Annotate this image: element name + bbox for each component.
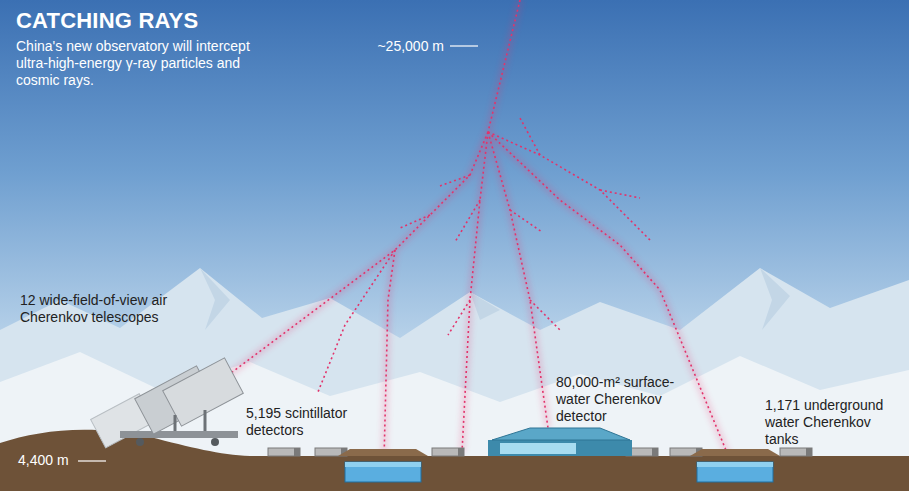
altitude-tick <box>450 45 478 46</box>
part-label: 5,195 scintillator detectors <box>246 405 364 439</box>
altitude-label: 4,400 m <box>18 452 76 469</box>
shower-track <box>455 200 480 242</box>
shower-glow <box>215 132 488 385</box>
scintillator-end <box>806 448 812 456</box>
water-tank <box>697 462 773 482</box>
part-label: 1,171 underground water Cherenkov tanks <box>765 397 905 448</box>
shower-track <box>400 215 430 228</box>
telescope-mount <box>204 410 207 431</box>
detector-pool <box>500 443 576 454</box>
tank-water-surface <box>697 462 773 467</box>
shower-glow <box>462 132 488 452</box>
tank-mound <box>338 449 428 456</box>
detector-hall <box>488 440 632 456</box>
figure-title: CATCHING RAYS <box>16 8 198 34</box>
scintillator-end <box>294 448 300 456</box>
shower-glow <box>215 0 730 460</box>
shower-track <box>488 0 520 132</box>
shower-track <box>318 250 395 392</box>
figure-caption: China's new observatory will intercept u… <box>16 38 268 89</box>
shower-track <box>600 190 640 198</box>
trailer-wheel <box>136 438 144 446</box>
mountain-range <box>0 352 909 456</box>
particle-shower <box>215 0 730 460</box>
mountain-range <box>0 268 909 456</box>
shower-track <box>448 300 470 335</box>
scintillator <box>268 448 300 456</box>
detector-roof <box>492 428 630 440</box>
shower-track <box>510 210 542 232</box>
surface-detector <box>488 428 632 456</box>
telescope-array <box>91 358 244 448</box>
shower-track <box>530 300 560 330</box>
shower-track <box>462 132 488 452</box>
mountain-shade <box>200 268 790 330</box>
scintillator <box>432 448 464 456</box>
telescope-mount <box>174 415 177 431</box>
part-label: 12 wide-field-of-view air Cherenkov tele… <box>20 292 182 326</box>
shower-track <box>440 175 470 186</box>
scintillator-end <box>458 448 464 456</box>
altitude-label: ~25,000 m <box>340 38 444 55</box>
shower-track <box>488 132 650 240</box>
tank-mound <box>690 449 780 456</box>
shower-glow <box>488 132 548 428</box>
scintillator-end <box>652 448 658 456</box>
shower-glow <box>488 132 730 460</box>
telescope-trailer <box>120 431 238 438</box>
part-label: 80,000-m² surface-water Cherenkov detect… <box>556 374 690 425</box>
shower-track <box>520 118 540 155</box>
altitude-tick <box>78 460 106 461</box>
shower-track <box>488 132 730 460</box>
shower-glow <box>488 0 520 132</box>
shower-track <box>384 250 395 460</box>
shower-track <box>215 132 488 385</box>
trailer-wheel <box>211 438 219 446</box>
scintillator <box>780 448 812 456</box>
tank-water-surface <box>345 462 421 467</box>
shower-track <box>488 132 548 428</box>
shower-glow <box>384 250 395 460</box>
water-tank <box>345 462 421 482</box>
